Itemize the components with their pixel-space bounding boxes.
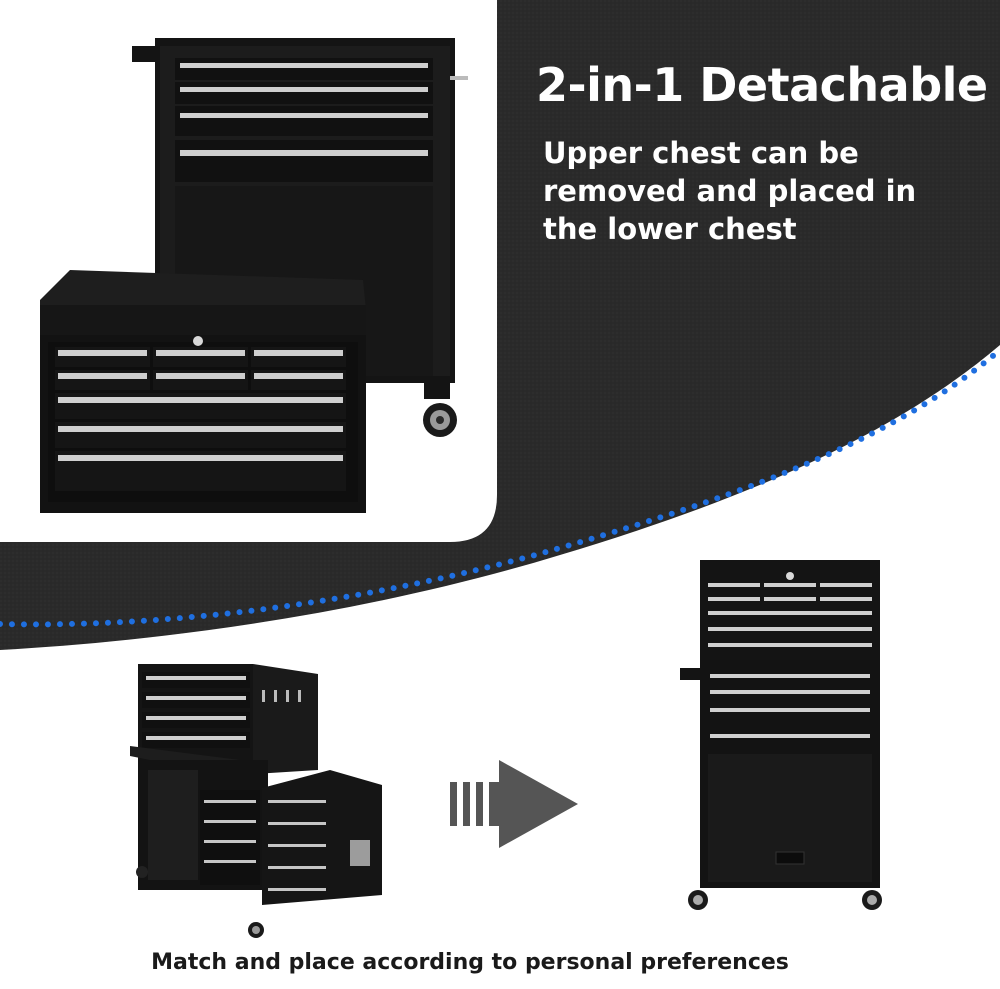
headline: 2-in-1 Detachable xyxy=(536,58,988,112)
stacked-assembled-unit-image xyxy=(680,560,882,910)
blue-dotted-divider xyxy=(0,347,1000,628)
feature-description: Upper chest can be removed and placed in… xyxy=(543,136,917,246)
tool-chest-image xyxy=(40,270,366,513)
side-by-side-combo-image xyxy=(130,664,382,938)
transition-arrow-icon xyxy=(450,760,578,848)
caption: Match and place according to personal pr… xyxy=(151,950,789,975)
